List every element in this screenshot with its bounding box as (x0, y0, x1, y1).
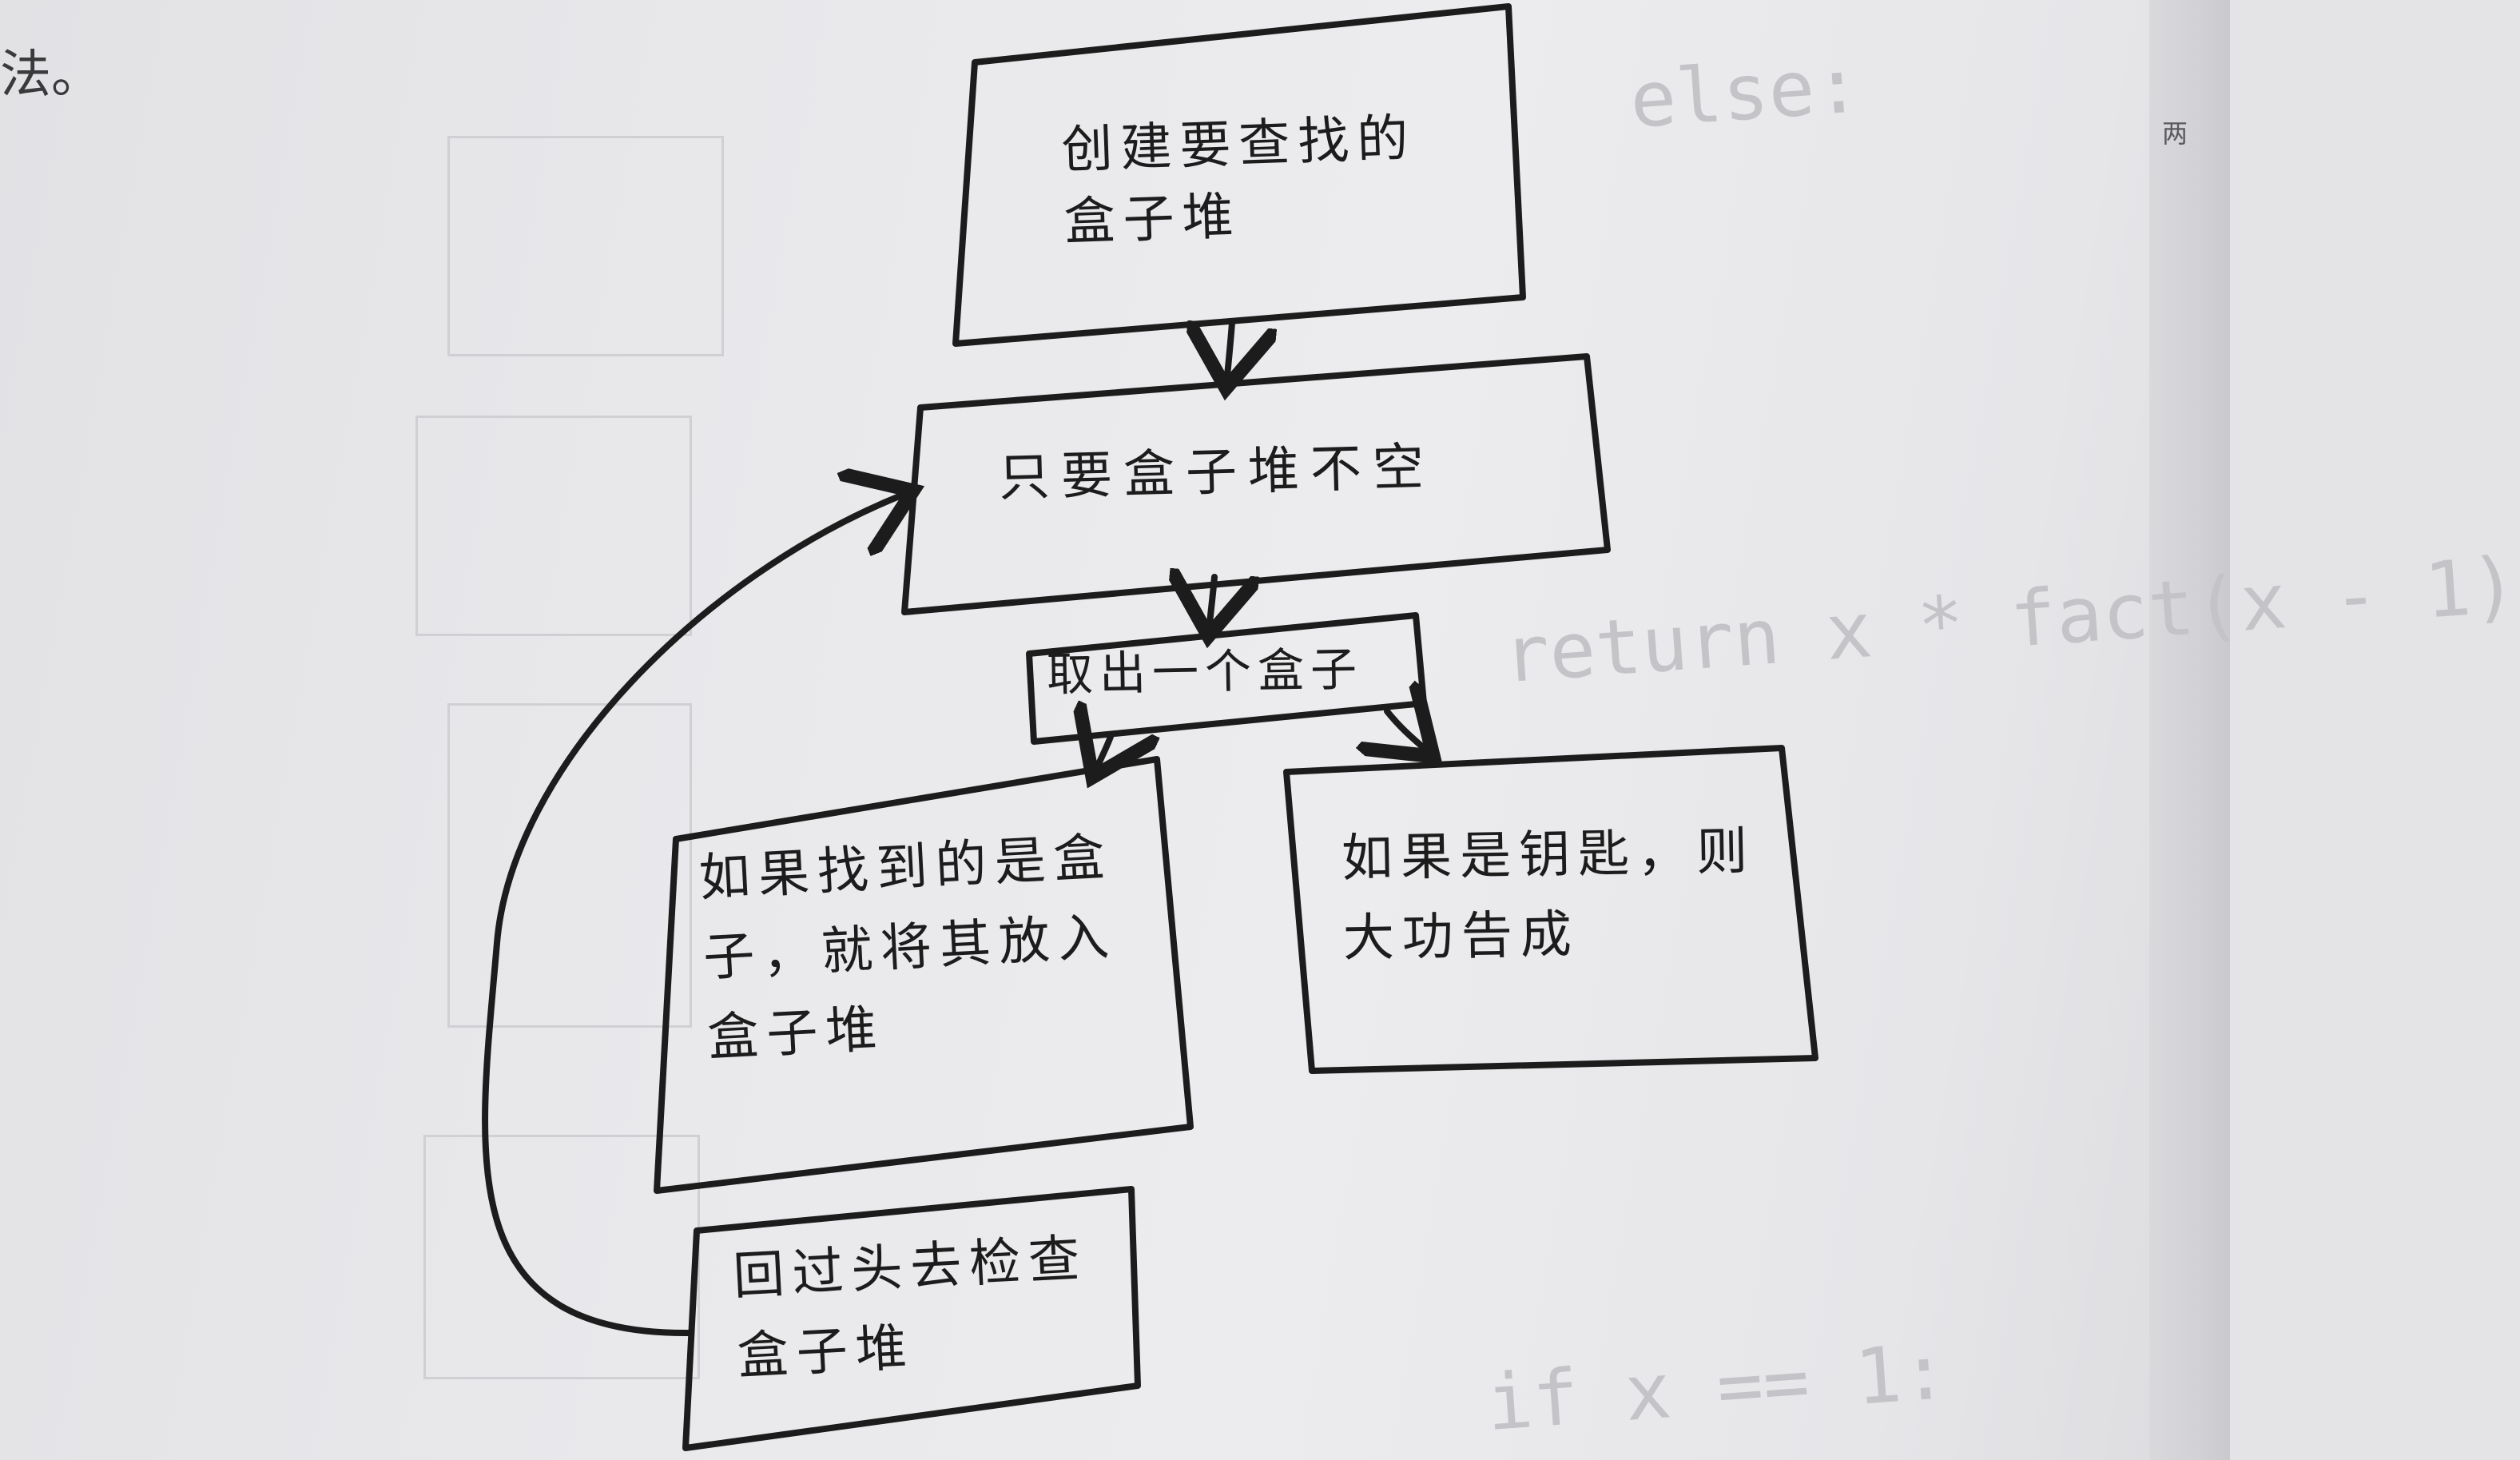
arrow-take-to-box (1098, 737, 1111, 766)
node-create-box (952, 3, 1526, 347)
node-take-label: 取出一个盒子 (1046, 642, 1364, 702)
page-edge (2149, 0, 2230, 1460)
node-key-box (1283, 745, 1818, 1074)
node-while-label: 只要盒子堆不空 (998, 437, 1436, 508)
arrow-back-loop (482, 495, 901, 1337)
node-create-label: 创建要查找的盒子堆 (1060, 109, 1417, 253)
bleed-through-grid-2 (415, 416, 692, 636)
node-key-label: 如果是钥匙，则大功告成 (1341, 821, 1756, 969)
node-back-label: 回过头去检查盒子堆 (731, 1228, 1090, 1386)
node-box-label: 如果找到的是盒子，就将其放入盒子堆 (698, 827, 1119, 1068)
flowchart (482, 3, 1818, 1451)
bleed-through-grid-1 (447, 136, 724, 356)
corner-text-left: 法。 (0, 46, 102, 105)
corner-text-right: 两 (2162, 118, 2188, 149)
node-back-box (682, 1186, 1141, 1451)
bleed-through-grid-4 (423, 1135, 700, 1379)
arrow-take-to-key (1387, 711, 1424, 748)
arrow-while-to-take (1210, 577, 1214, 623)
node-box-box (654, 756, 1194, 1194)
bleed-through-grid-3 (447, 703, 692, 1028)
arrow-create-to-while (1227, 320, 1232, 376)
